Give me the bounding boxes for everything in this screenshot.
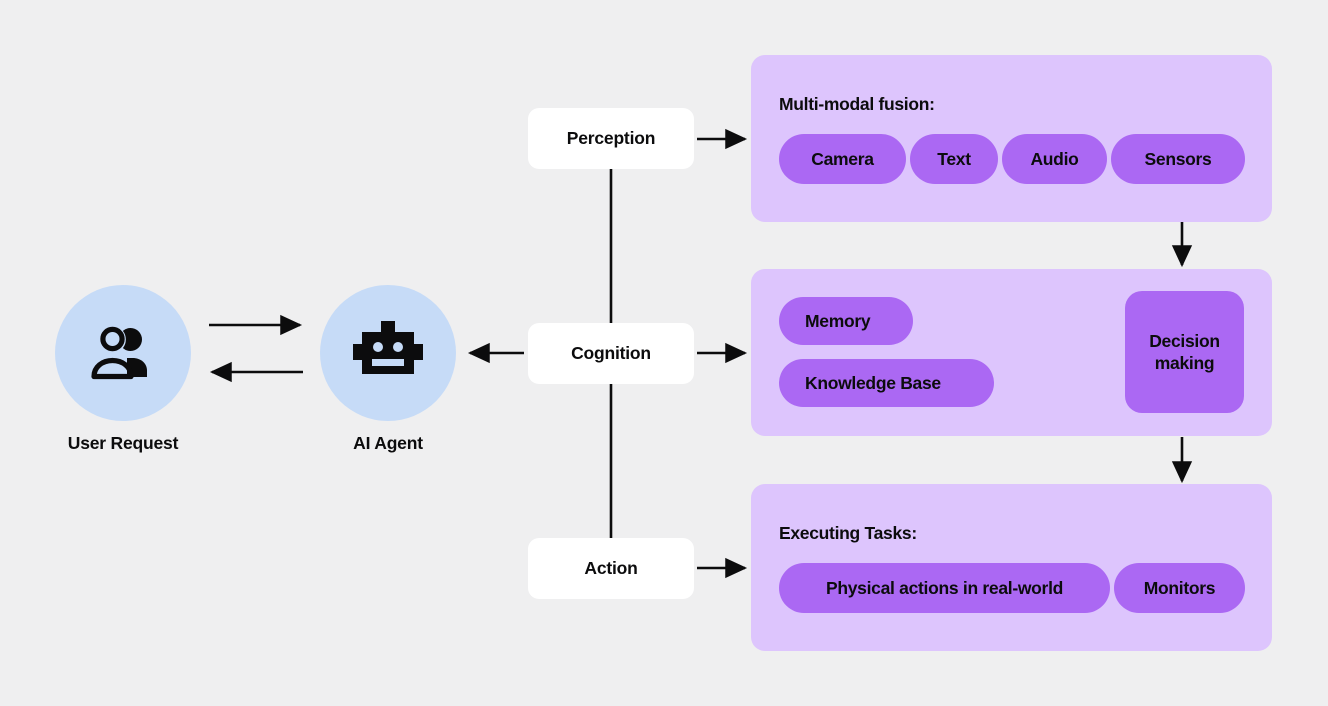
decision-making-line2: making bbox=[1154, 353, 1215, 373]
pill-monitors-label: Monitors bbox=[1143, 577, 1216, 598]
pill-audio[interactable]: Audio bbox=[1002, 134, 1107, 184]
stage-cognition-label: Cognition bbox=[571, 343, 651, 363]
user-request-node[interactable] bbox=[55, 285, 191, 421]
users-icon bbox=[91, 326, 147, 380]
ai-agent-node[interactable] bbox=[320, 285, 456, 421]
ai-agent-label: AI Agent bbox=[353, 433, 423, 453]
cognition-panel: Memory Knowledge Base Decision making bbox=[751, 269, 1272, 436]
stage-action[interactable]: Action bbox=[528, 538, 694, 599]
pill-text-label: Text bbox=[937, 148, 971, 169]
stage-perception[interactable]: Perception bbox=[528, 108, 694, 169]
pill-physical-actions[interactable]: Physical actions in real-world bbox=[779, 563, 1110, 613]
perception-panel: Multi-modal fusion: Camera Text Audio Se… bbox=[751, 55, 1272, 222]
stage-action-label: Action bbox=[584, 558, 638, 578]
perception-panel-title: Multi-modal fusion: bbox=[779, 94, 935, 114]
pill-sensors[interactable]: Sensors bbox=[1111, 134, 1245, 184]
pill-memory[interactable]: Memory bbox=[779, 297, 913, 345]
pill-camera[interactable]: Camera bbox=[779, 134, 906, 184]
decision-making-box[interactable]: Decision making bbox=[1125, 291, 1244, 413]
pill-knowledge-base-label: Knowledge Base bbox=[805, 372, 941, 393]
pill-camera-label: Camera bbox=[811, 148, 874, 169]
action-panel-title: Executing Tasks: bbox=[779, 523, 917, 543]
stage-perception-label: Perception bbox=[566, 128, 656, 148]
pill-sensors-label: Sensors bbox=[1144, 148, 1212, 169]
pill-monitors[interactable]: Monitors bbox=[1114, 563, 1245, 613]
pill-audio-label: Audio bbox=[1030, 148, 1079, 169]
pill-text[interactable]: Text bbox=[910, 134, 998, 184]
pill-physical-actions-label: Physical actions in real-world bbox=[825, 577, 1064, 598]
user-request-label: User Request bbox=[67, 433, 179, 453]
pill-knowledge-base[interactable]: Knowledge Base bbox=[779, 359, 994, 407]
pill-memory-label: Memory bbox=[805, 310, 871, 331]
decision-making-line1: Decision bbox=[1149, 330, 1220, 351]
action-panel: Executing Tasks: Physical actions in rea… bbox=[751, 484, 1272, 651]
robot-icon bbox=[353, 321, 423, 374]
stage-cognition[interactable]: Cognition bbox=[528, 323, 694, 384]
